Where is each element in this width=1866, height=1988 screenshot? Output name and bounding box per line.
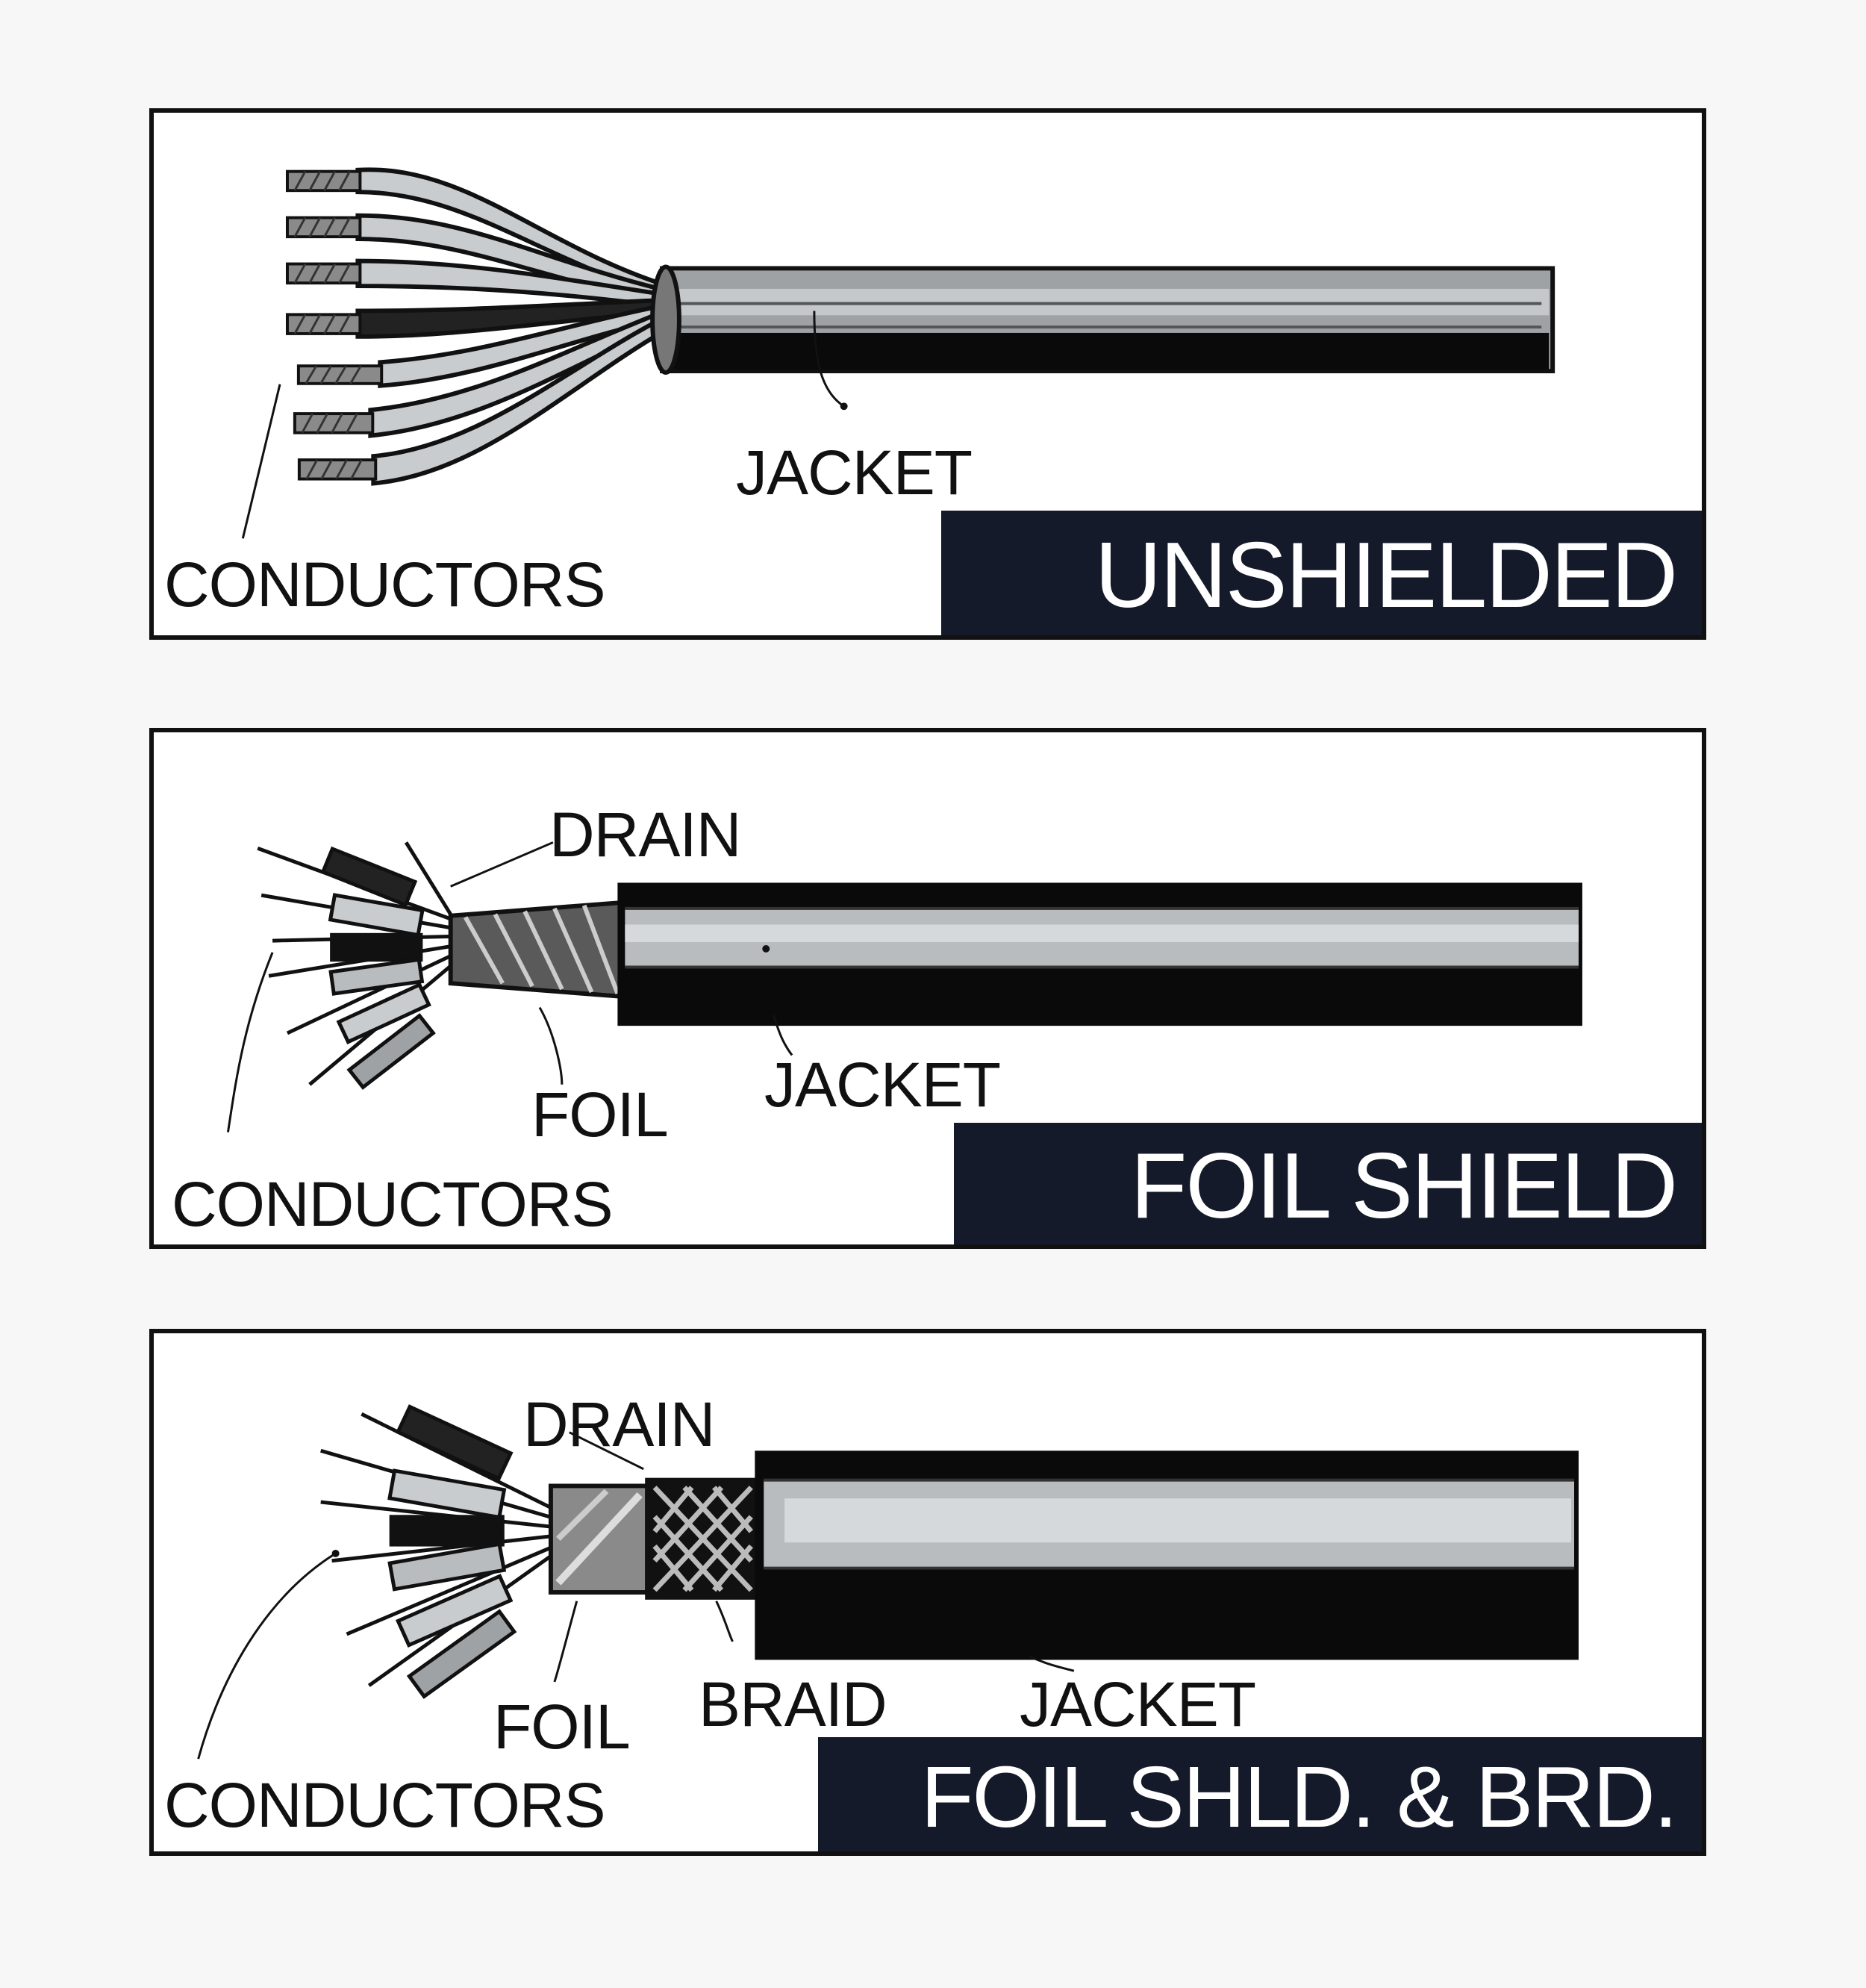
- drain-label: DRAIN: [549, 800, 741, 870]
- jacket-label: JACKET: [764, 1050, 1001, 1120]
- conductor-3: [320, 1500, 555, 1529]
- conductors-label: CONDUCTORS: [164, 549, 605, 620]
- panel-foil-shield-and-braid: DRAIN FOIL BRAID JACKET CONDUCTORS FOIL …: [149, 1329, 1706, 1856]
- conductor-4: [331, 1533, 555, 1563]
- drain-leader-line: [450, 841, 554, 888]
- conductors-group: [355, 167, 669, 486]
- conductors-leader-line: [226, 952, 274, 1132]
- conductors-leader-line: [241, 384, 281, 539]
- foil-label: FOIL: [531, 1079, 669, 1150]
- conductor-5: [286, 950, 459, 1035]
- jacket: [650, 264, 1555, 375]
- jacket-label: JACKET: [736, 437, 973, 508]
- conductors-label: CONDUCTORS: [164, 1770, 605, 1840]
- foil-leader-line: [538, 1006, 564, 1085]
- drain-leader-line: [569, 1431, 644, 1471]
- foil-layer: [548, 1483, 650, 1595]
- panel-title: FOIL SHLD. & BRD.: [818, 1737, 1702, 1851]
- drain-label: DRAIN: [523, 1389, 715, 1459]
- foil-label: FOIL: [493, 1692, 631, 1762]
- jacket: [755, 1451, 1579, 1660]
- panel-title: UNSHIELDED: [941, 511, 1702, 635]
- panel-unshielded: JACKET CONDUCTORS UNSHIELDED: [149, 108, 1706, 640]
- braid-layer: [645, 1477, 761, 1600]
- conductors-group: [320, 1404, 556, 1699]
- foil-shield-cable-illustration: [226, 841, 1582, 1132]
- unshielded-cable-illustration: [241, 167, 1555, 539]
- strand-hatching: [293, 170, 363, 480]
- jacket-leader-line: [813, 311, 845, 408]
- panel-foil-shield: DRAIN FOIL JACKET CONDUCTORS FOIL SHIELD: [149, 728, 1706, 1249]
- foil-layer: [448, 900, 624, 999]
- jacket-label: JACKET: [1020, 1669, 1256, 1739]
- jacket-leader-line: [772, 1014, 793, 1056]
- jacket: [617, 882, 1582, 1026]
- panel-title: FOIL SHIELD: [954, 1123, 1702, 1244]
- conductors-group: [257, 846, 460, 1090]
- jacket-leader-line: [1029, 1655, 1075, 1672]
- braid-label: BRAID: [699, 1669, 887, 1739]
- foil-leader-line: [553, 1601, 578, 1683]
- foil-braid-cable-illustration: [197, 1404, 1579, 1760]
- braid-leader-line: [715, 1601, 734, 1642]
- conductor-5: [346, 1544, 555, 1636]
- drain-wire: [404, 841, 452, 916]
- conductors-leader-line: [197, 1552, 337, 1760]
- conductors-label: CONDUCTORS: [172, 1169, 613, 1239]
